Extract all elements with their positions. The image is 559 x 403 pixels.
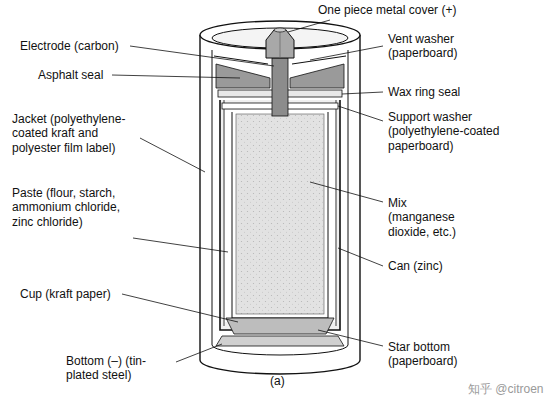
paper-cup bbox=[232, 112, 328, 318]
zinc-can bbox=[220, 100, 340, 330]
watermark: 知乎 @citroen bbox=[468, 382, 556, 396]
metal-cover bbox=[280, 30, 281, 58]
leader-line bbox=[140, 138, 205, 172]
part-label: Star bottom (paperboard) bbox=[388, 340, 488, 369]
part-label: Can (zinc) bbox=[388, 259, 478, 273]
figure-tag: (a) bbox=[270, 374, 310, 388]
leader-line bbox=[342, 92, 383, 94]
leader-line bbox=[288, 20, 330, 32]
leader-line bbox=[310, 46, 383, 60]
part-label: Electrode (carbon) bbox=[20, 39, 135, 53]
leader-line bbox=[176, 344, 222, 362]
leader-line bbox=[130, 46, 274, 66]
star-bottom bbox=[226, 318, 334, 334]
carbon-rod bbox=[272, 58, 288, 116]
part-label: Paste (flour, starch, ammonium chloride,… bbox=[12, 186, 136, 229]
part-label: Jacket (polyethylene-coated kraft and po… bbox=[12, 112, 140, 155]
zinc-can bbox=[224, 100, 225, 326]
part-label: Wax ring seal bbox=[388, 85, 498, 99]
part-label: Asphalt seal bbox=[38, 68, 118, 82]
asphalt-seal bbox=[290, 64, 344, 88]
leader-line bbox=[338, 106, 383, 121]
leader-line bbox=[318, 330, 383, 346]
leader-line bbox=[133, 238, 228, 252]
manganese-mix bbox=[236, 114, 324, 314]
jacket-body bbox=[200, 35, 360, 374]
part-label: One piece metal cover (+) bbox=[318, 3, 518, 17]
cutaway-edge bbox=[212, 50, 348, 355]
metal-cover bbox=[266, 30, 294, 58]
leader-line bbox=[338, 248, 383, 266]
asphalt-seal bbox=[216, 64, 270, 88]
part-label: Support washer (polyethylene-coated pape… bbox=[388, 110, 548, 153]
leader-line bbox=[310, 182, 383, 202]
part-label: Mix (manganese dioxide, etc.) bbox=[388, 196, 476, 239]
leader-line bbox=[122, 294, 238, 322]
part-label: Cup (kraft paper) bbox=[20, 287, 130, 301]
leader-line bbox=[112, 75, 240, 78]
bottom-cap bbox=[216, 336, 344, 346]
part-label: Vent washer (paperboard) bbox=[388, 32, 484, 61]
part-label: Bottom (–) (tin-plated steel) bbox=[66, 354, 176, 383]
paste-layer bbox=[225, 110, 335, 322]
zinc-can bbox=[336, 100, 337, 326]
metal-cover bbox=[274, 28, 286, 32]
